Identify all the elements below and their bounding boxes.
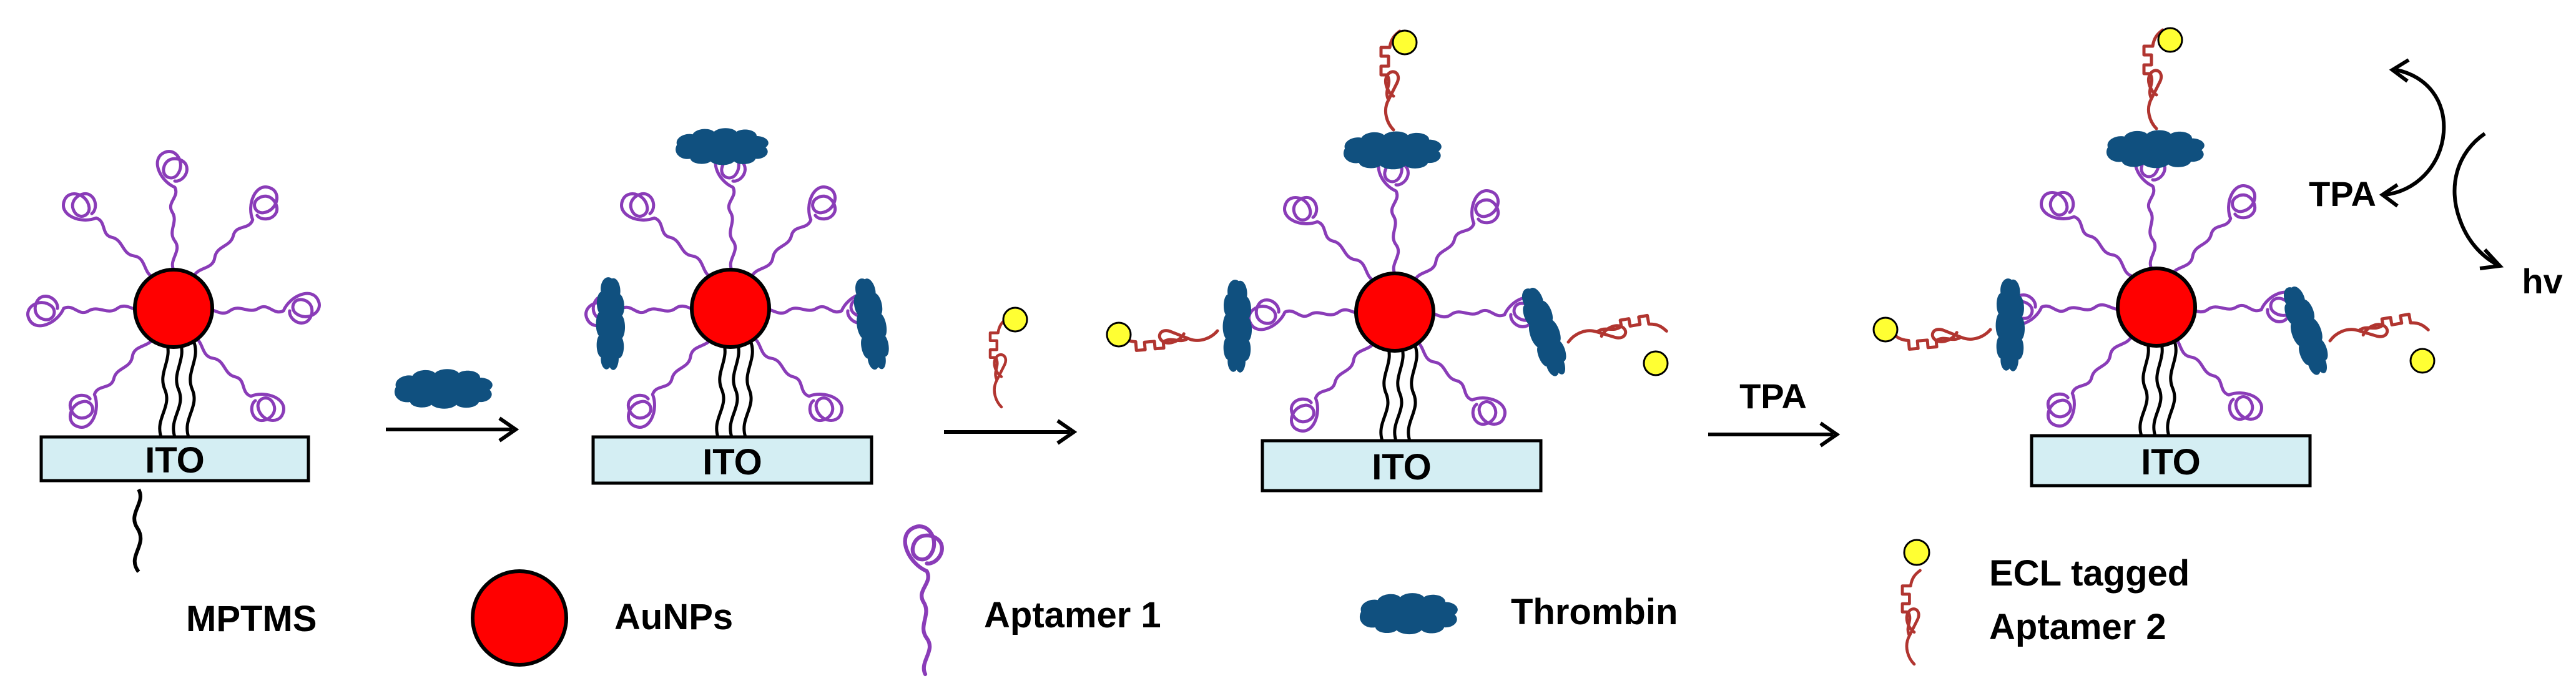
aunp (2116, 267, 2197, 348)
ito-label: ITO (1372, 447, 1432, 488)
tpa-label: TPA (1739, 376, 1807, 416)
step3-arrow: TPA (1708, 376, 1841, 448)
legend-label-aptamer1: Aptamer 1 (984, 595, 1161, 635)
thrombin (1222, 280, 1252, 373)
aunp (133, 268, 214, 349)
thrombin (676, 128, 769, 165)
legend-mptms: MPTMS (132, 488, 317, 639)
panel-1: ITO (28, 152, 320, 483)
step2-arrow (944, 306, 1078, 445)
hv-label: hv (2522, 262, 2562, 301)
aptamer2 (1119, 325, 1219, 352)
thrombin-icon (1359, 593, 1458, 635)
aptamer1 (184, 326, 288, 430)
ito-label: ITO (702, 442, 762, 483)
legend-aptamer1: Aptamer 1 (905, 526, 1161, 674)
thrombin (2106, 130, 2205, 169)
ito-label: ITO (145, 440, 205, 481)
ecl-tag (1002, 306, 1028, 333)
ito-label: ITO (2141, 442, 2201, 483)
aptamer2 (2328, 311, 2429, 347)
thrombin (1343, 131, 1442, 170)
aptamer2 (990, 318, 1007, 407)
aunp (1354, 272, 1435, 353)
panel-2: ITO (586, 128, 894, 485)
ito-substrate (39, 435, 310, 483)
aptamer2 (1566, 313, 1667, 348)
step1-arrow (386, 369, 519, 443)
ecl-tag (1872, 316, 1899, 343)
aptamer1 (61, 328, 165, 432)
ito-substrate (2030, 434, 2312, 488)
aptamer2-icon (1902, 571, 1920, 664)
ecl-tag (1392, 29, 1418, 56)
legend-aptamer2: ECL tagged Aptamer 2 (1902, 539, 2190, 664)
ito-substrate (591, 435, 873, 485)
aptamer1-icon (905, 526, 942, 674)
legend-label-aptamer2-line1: ECL tagged (1989, 553, 2190, 594)
aunp (690, 268, 771, 349)
emission-arrow (2452, 132, 2499, 267)
aptamer1 (182, 182, 287, 287)
thrombin (596, 277, 626, 370)
tpa-emission-label: TPA (2309, 174, 2376, 213)
aunp-icon (471, 569, 568, 667)
thrombin (1515, 283, 1574, 381)
thrombin (1995, 278, 2025, 371)
ecl-tag (1643, 350, 1669, 376)
ecl-tag-icon (1903, 539, 1930, 566)
panel-4: ITO (1872, 27, 2436, 488)
legend-label-aunps: AuNPs (614, 597, 733, 637)
mptms-icon (132, 488, 143, 573)
aptamer2 (1892, 323, 1992, 351)
aptamer1 (157, 152, 187, 270)
legend-aunps: AuNPs (471, 569, 733, 667)
aptamer1 (28, 297, 146, 326)
legend-thrombin: Thrombin (1359, 592, 1678, 635)
aptamer1 (201, 293, 319, 323)
ecl-tag (2157, 27, 2183, 53)
panel-3: ITO (1106, 29, 1669, 493)
thrombin (2276, 282, 2336, 380)
ecl-tag (1106, 321, 1132, 348)
ecl-emission-cycle: TPA hv (2309, 58, 2563, 301)
ito-substrate (1261, 439, 1543, 493)
legend-label-thrombin: Thrombin (1511, 592, 1678, 632)
tpa-oxidation-arrow (2383, 68, 2446, 197)
ecl-tag (2409, 348, 2436, 374)
thrombin (394, 369, 493, 409)
aptamer1 (59, 184, 163, 288)
legend-label-mptms: MPTMS (186, 599, 317, 639)
legend-label-aptamer2-line2: Aptamer 2 (1989, 607, 2166, 647)
legend: MPTMS AuNPs Aptamer 1 Thrombin ECL tagge… (132, 488, 2190, 674)
